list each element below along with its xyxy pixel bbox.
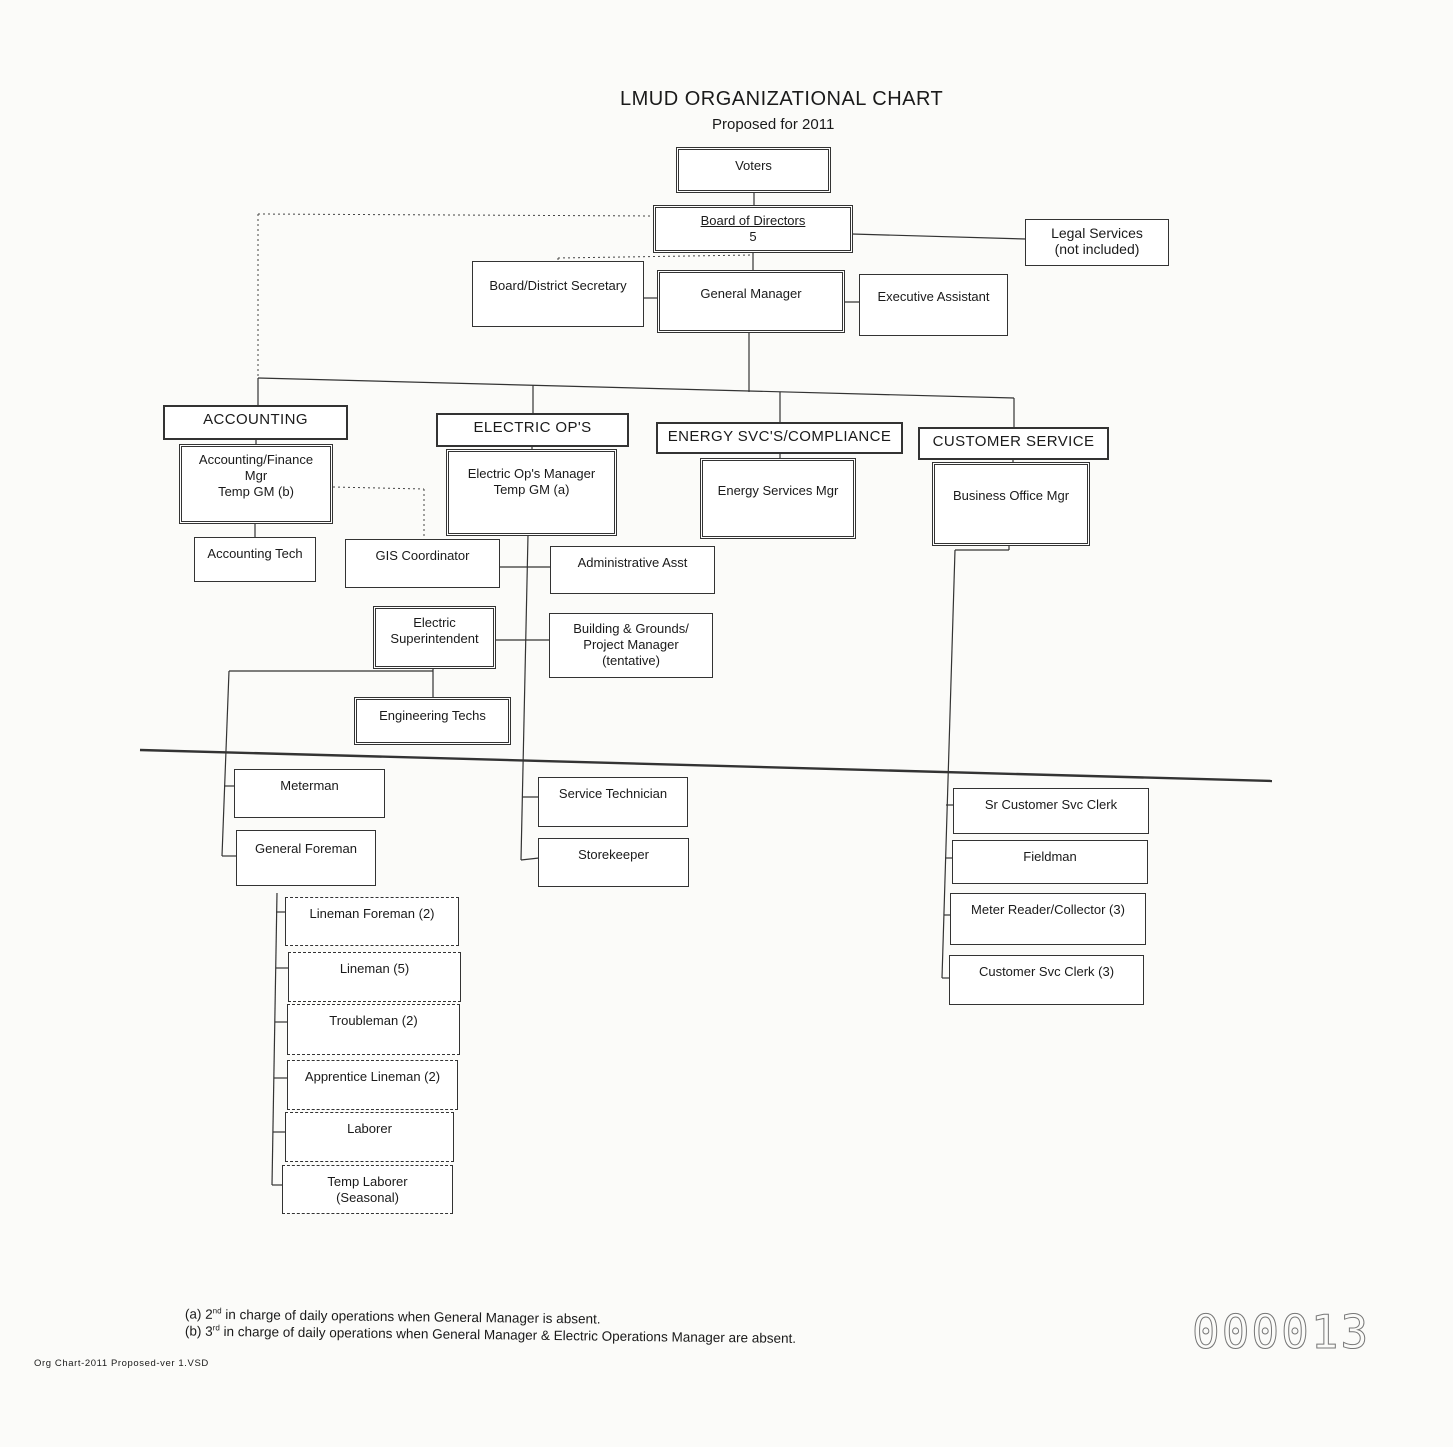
board-of-directors-box: Board of Directors 5 [653, 205, 853, 253]
dept-electric-label: ELECTRIC OP'S [473, 419, 592, 436]
sr-customer-svc-clerk-box: Sr Customer Svc Clerk [953, 788, 1149, 834]
dept-accounting-label: ACCOUNTING [203, 411, 308, 428]
bldg-line-2: Project Manager [583, 637, 679, 652]
troubleman-label: Troubleman (2) [329, 1013, 418, 1028]
lineman-box: Lineman (5) [288, 952, 461, 1002]
energy-mgr-label: Energy Services Mgr [717, 483, 839, 498]
footnote-b-prefix: (b) 3 [184, 1323, 213, 1339]
laborer-label: Laborer [347, 1121, 392, 1136]
bldg-line-1: Building & Grounds/ [573, 621, 689, 636]
gis-label: GIS Coordinator [375, 548, 470, 563]
general-manager-box: General Manager [657, 270, 845, 333]
general-foreman-box: General Foreman [236, 830, 376, 886]
voters-box: Voters [676, 147, 831, 193]
elec-mgr-line-2: Temp GM (a) [493, 482, 570, 497]
board-secretary-label: Board/District Secretary [489, 278, 627, 293]
elec-super-line-1: Electric [413, 615, 456, 630]
building-grounds-box: Building & Grounds/ Project Manager (ten… [549, 613, 713, 678]
elec-mgr-line-1: Electric Op's Manager [467, 466, 596, 481]
legal-label: Legal Services [1051, 225, 1143, 241]
division-rule [139, 748, 1273, 783]
apprentice-label: Apprentice Lineman (2) [304, 1069, 441, 1084]
acct-mgr-line-3: Temp GM (b) [218, 484, 294, 499]
service-technician-box: Service Technician [538, 777, 688, 827]
accounting-tech-box: Accounting Tech [194, 537, 316, 582]
dept-customer-label: CUSTOMER SERVICE [932, 433, 1095, 450]
service-tech-label: Service Technician [558, 786, 668, 801]
voters-label: Voters [735, 158, 772, 173]
executive-assistant-box: Executive Assistant [859, 274, 1008, 336]
electric-ops-manager-box: Electric Op's Manager Temp GM (a) [446, 449, 617, 536]
apprentice-lineman-box: Apprentice Lineman (2) [287, 1060, 458, 1110]
fieldman-box: Fieldman [952, 840, 1148, 884]
storekeeper-box: Storekeeper [538, 838, 689, 887]
bo-mgr-label: Business Office Mgr [952, 488, 1070, 503]
storekeeper-label: Storekeeper [578, 847, 649, 862]
file-name: Org Chart-2011 Proposed-ver 1.VSD [34, 1358, 209, 1369]
gis-coordinator-box: GIS Coordinator [345, 539, 500, 588]
fieldman-label: Fieldman [1023, 849, 1077, 864]
footnote-a-prefix: (a) 2 [184, 1306, 213, 1322]
bldg-line-3: (tentative) [602, 653, 660, 668]
energy-services-mgr-box: Energy Services Mgr [700, 458, 856, 539]
legal-services-box: Legal Services (not included) [1025, 219, 1169, 266]
general-manager-label: General Manager [700, 286, 802, 301]
acct-mgr-line-1: Accounting/Finance [198, 452, 314, 467]
admin-asst-label: Administrative Asst [577, 555, 688, 570]
customer-svc-clerk-box: Customer Svc Clerk (3) [949, 955, 1144, 1005]
dept-customer-service: CUSTOMER SERVICE [918, 427, 1109, 460]
cs-clerk-label: Customer Svc Clerk (3) [978, 964, 1115, 979]
electric-superintendent-box: Electric Superintendent [373, 606, 496, 669]
legal-note: (not included) [1054, 241, 1140, 257]
eng-techs-label: Engineering Techs [379, 708, 486, 723]
sr-clerk-label: Sr Customer Svc Clerk [984, 797, 1118, 812]
executive-assistant-label: Executive Assistant [877, 289, 990, 304]
footnote-a-sup: nd [212, 1306, 222, 1316]
troubleman-box: Troubleman (2) [287, 1004, 460, 1055]
bates-number: 000013 [1191, 1305, 1371, 1360]
meterman-label: Meterman [280, 778, 339, 793]
dept-electric-ops: ELECTRIC OP'S [436, 413, 629, 447]
dept-energy-label: ENERGY SVC'S/COMPLIANCE [667, 428, 892, 445]
lineman-foreman-box: Lineman Foreman (2) [285, 897, 459, 946]
board-count: 5 [749, 229, 757, 244]
chart-subtitle: Proposed for 2011 [712, 116, 835, 133]
lineman-foreman-label: Lineman Foreman (2) [309, 906, 435, 921]
temp-laborer-line-2: (Seasonal) [336, 1190, 399, 1205]
temp-laborer-box: Temp Laborer (Seasonal) [282, 1165, 453, 1214]
gen-foreman-label: General Foreman [255, 841, 357, 856]
meterman-box: Meterman [234, 769, 385, 818]
accounting-finance-mgr-box: Accounting/Finance Mgr Temp GM (b) [179, 444, 333, 524]
meter-reader-collector-box: Meter Reader/Collector (3) [950, 893, 1146, 945]
dept-energy-services: ENERGY SVC'S/COMPLIANCE [656, 422, 903, 454]
laborer-box: Laborer [285, 1112, 454, 1162]
board-secretary-box: Board/District Secretary [472, 261, 644, 327]
dept-accounting: ACCOUNTING [163, 405, 348, 440]
acct-mgr-line-2: Mgr [244, 468, 268, 483]
board-label: Board of Directors [700, 213, 806, 228]
engineering-techs-box: Engineering Techs [354, 697, 511, 745]
accounting-tech-label: Accounting Tech [207, 546, 303, 561]
business-office-mgr-box: Business Office Mgr [932, 462, 1090, 546]
temp-laborer-line-1: Temp Laborer [327, 1174, 408, 1189]
administrative-asst-box: Administrative Asst [550, 546, 715, 594]
elec-super-line-2: Superintendent [390, 631, 479, 646]
meter-reader-label: Meter Reader/Collector (3) [971, 902, 1125, 917]
lineman-label: Lineman (5) [339, 961, 410, 976]
chart-title: LMUD ORGANIZATIONAL CHART [620, 88, 944, 110]
